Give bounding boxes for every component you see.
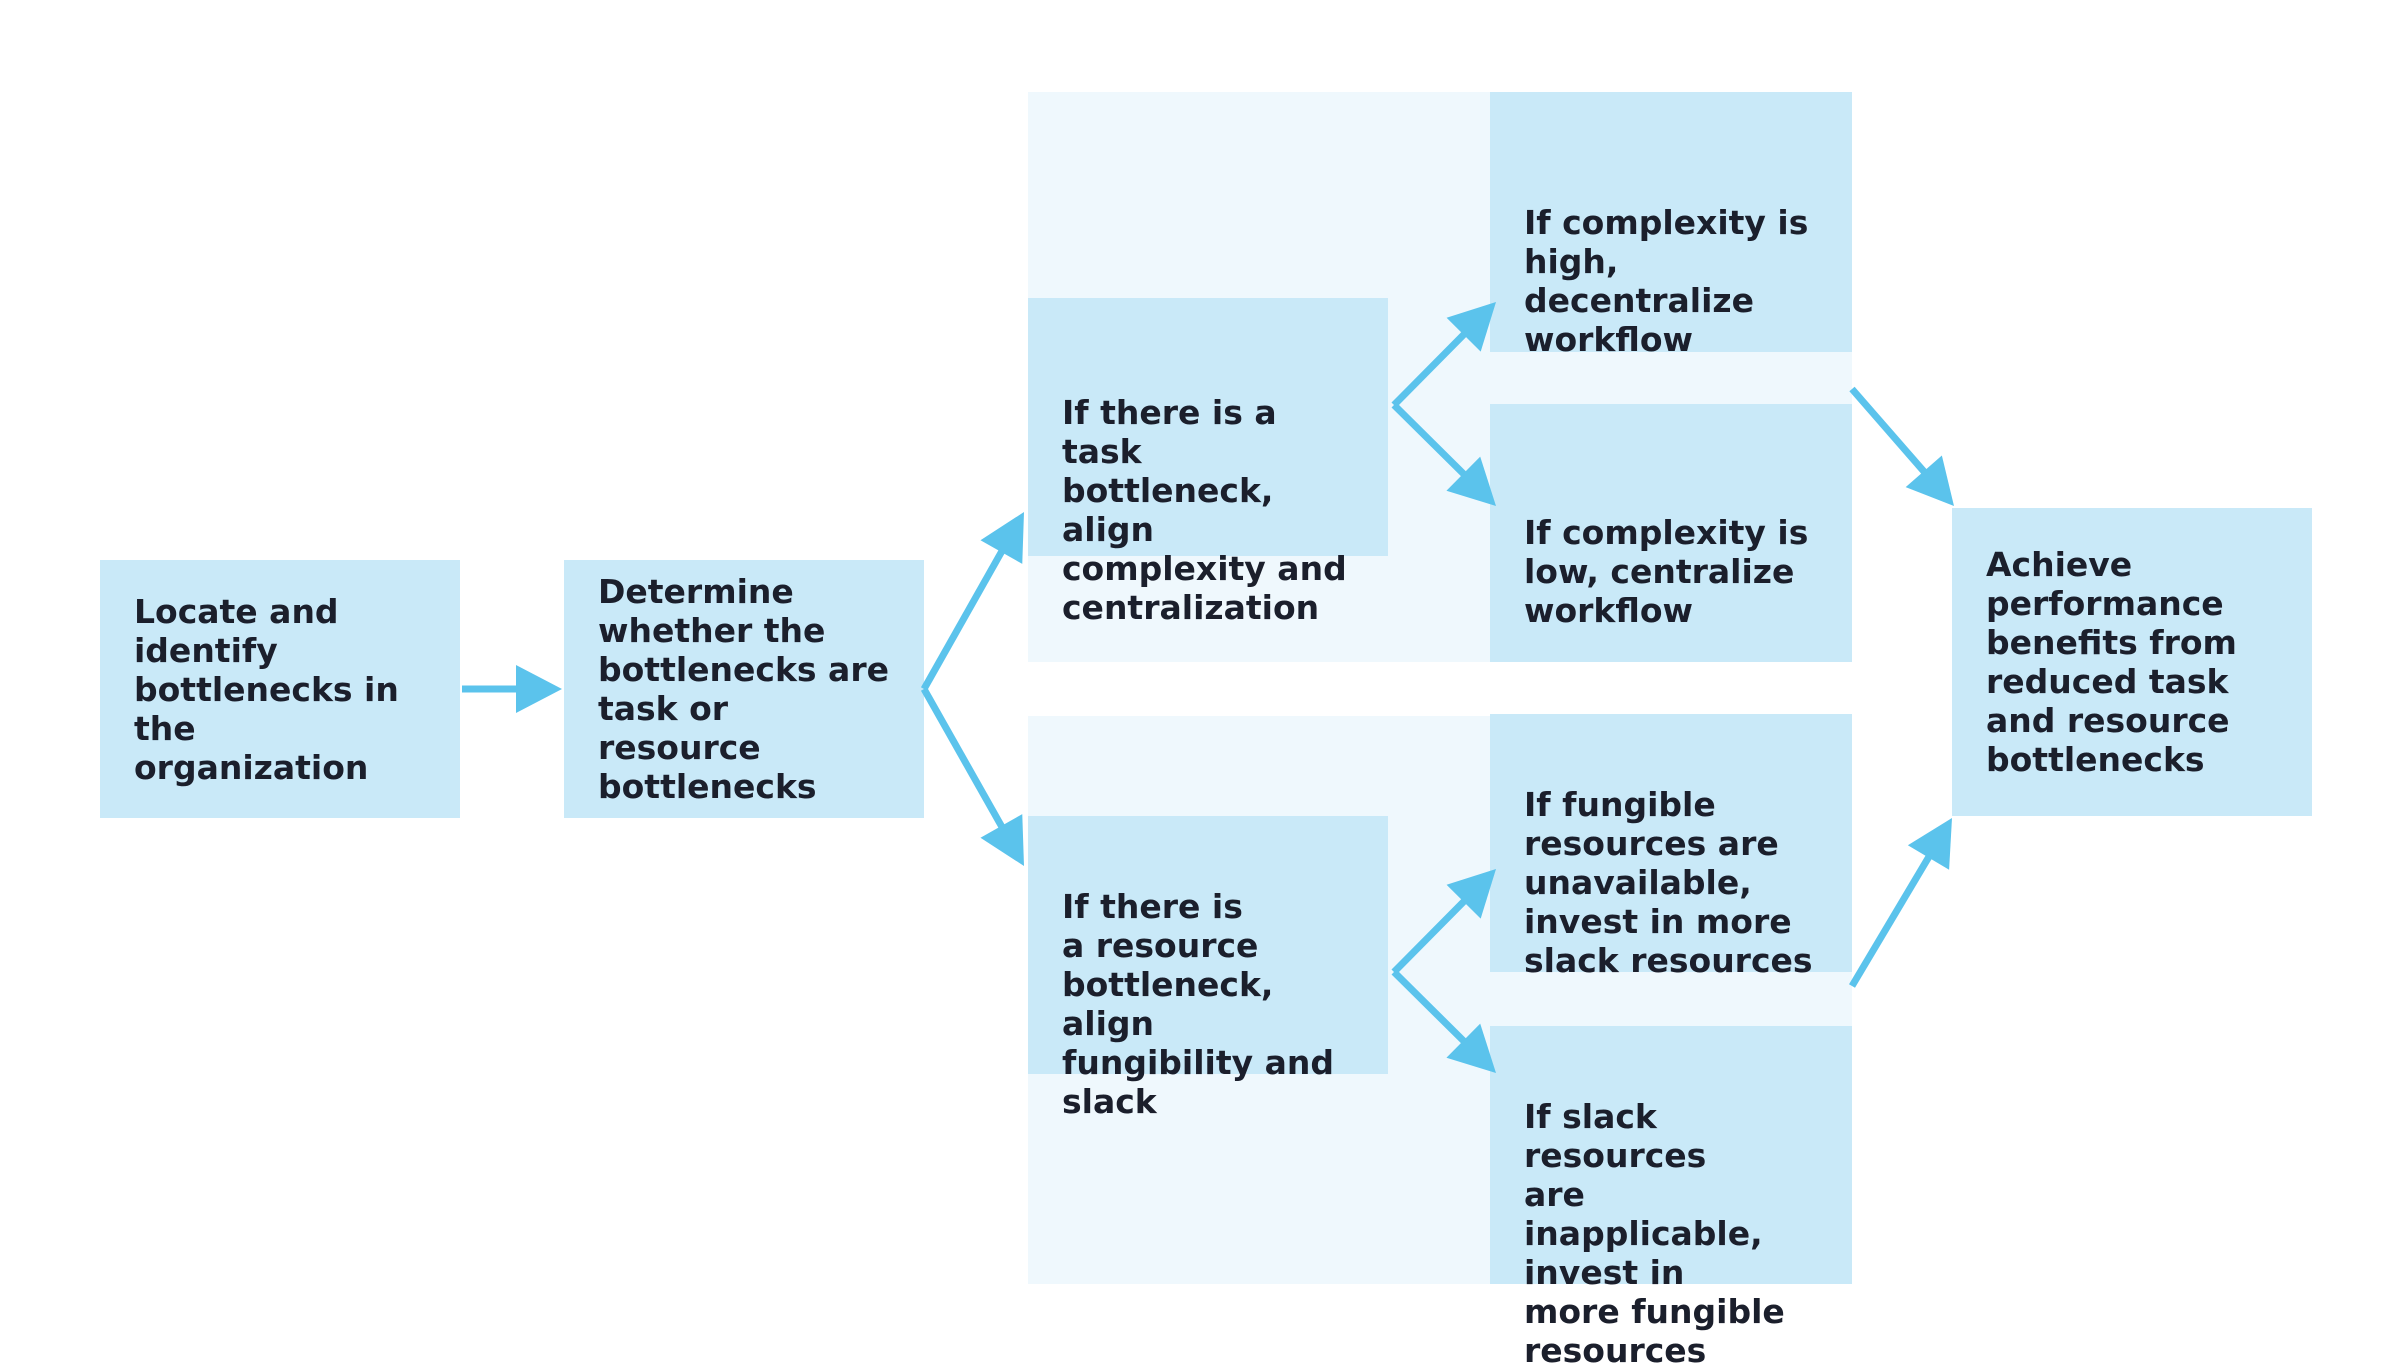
arrow-low-to-achieve-head [1905,455,1954,506]
step-slack-inapplicable-text: If slack resources are inapplicable, inv… [1524,1097,1785,1368]
step-slack-inapplicable: If slack resources are inapplicable, inv… [1490,1026,1852,1368]
step-task-bottleneck: If there is a task bottleneck, align com… [1028,298,1388,627]
step-complexity-high-text: If complexity is high, decentralize work… [1524,203,1809,359]
arrow-task-to-low-line [1391,402,1469,479]
arrow-determine-to-task-line [920,546,1007,691]
arrow-locate-to-determine-head [516,665,562,713]
step-fungible-unavailable-text: If fungible resources are unavailable, i… [1524,785,1813,980]
arrow-resource-to-fungible-line [1391,896,1469,975]
step-resource-bottleneck-text: If there is a resource bottleneck, align… [1062,887,1334,1121]
arrow-determine-to-task-head [980,512,1024,564]
step-determine-type-text: Determine whether the bottlenecks are ta… [598,572,889,806]
arrow-resource-to-slack-line [1391,969,1469,1046]
arrow-fungible-to-achieve-line [1848,852,1934,988]
arrow-determine-to-resource-head [980,814,1024,866]
step-resource-bottleneck: If there is a resource bottleneck, align… [1028,816,1388,1121]
step-locate-bottlenecks: Locate and identify bottlenecks in the o… [100,560,460,818]
step-achieve-benefits-text: Achieve performance benefits from reduce… [1986,545,2237,779]
arrow-resource-to-slack-head [1446,1023,1496,1073]
step-complexity-high: If complexity is high, decentralize work… [1490,92,1852,359]
arrow-fungible-to-achieve-head [1907,818,1952,870]
arrow-task-to-high-line [1391,329,1469,408]
step-fungible-unavailable: If fungible resources are unavailable, i… [1490,714,1852,980]
step-task-bottleneck-text: If there is a task bottleneck, align com… [1062,393,1347,627]
step-determine-type: Determine whether the bottlenecks are ta… [564,560,924,818]
step-achieve-benefits: Achieve performance benefits from reduce… [1952,508,2312,816]
arrow-low-to-achieve-line [1849,386,1930,477]
step-complexity-low: If complexity is low, centralize workflo… [1490,404,1852,662]
arrow-resource-to-fungible-head [1446,869,1496,919]
step-complexity-low-text: If complexity is low, centralize workflo… [1524,513,1809,630]
step-locate-bottlenecks-text: Locate and identify bottlenecks in the o… [134,591,399,787]
arrow-task-to-high-head [1446,302,1496,352]
arrow-task-to-low-head [1446,456,1496,506]
arrow-determine-to-resource-line [920,687,1007,832]
